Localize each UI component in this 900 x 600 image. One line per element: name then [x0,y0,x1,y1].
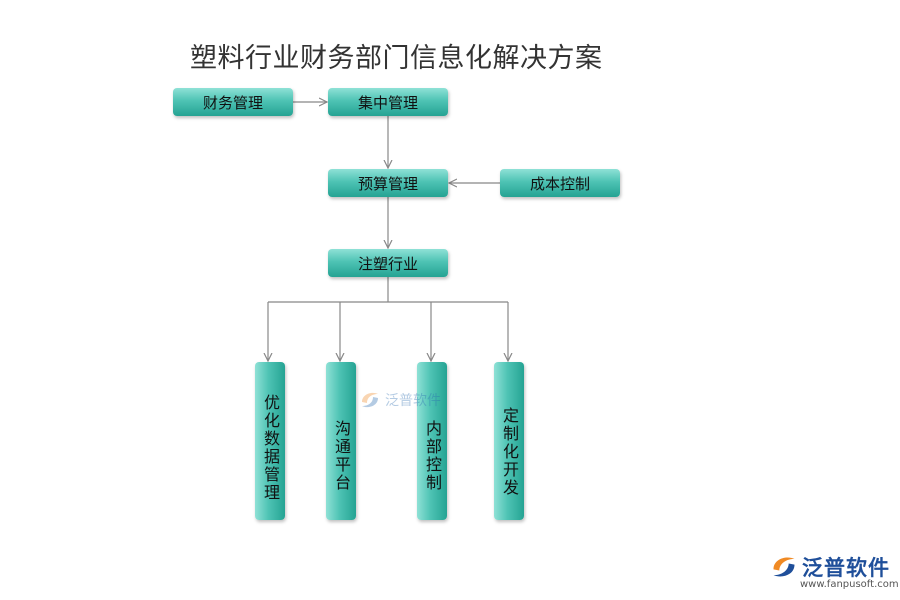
node-optimize-data: 优化数据管理 [255,362,285,520]
watermark-text: 泛普软件 [385,393,441,409]
watermark: 泛普软件 [358,388,441,412]
brand-logo-text: 泛普软件 [802,556,890,580]
brand-logo: 泛普软件 [770,552,890,582]
node-finance-management: 财务管理 [173,88,293,116]
diagram-title: 塑料行业财务部门信息化解决方案 [190,43,603,74]
node-central-management: 集中管理 [328,88,448,116]
node-budget-management: 预算管理 [328,169,448,197]
node-communication-platform: 沟通平台 [326,362,356,520]
brand-logo-icon [773,557,795,577]
node-cost-control: 成本控制 [500,169,620,197]
brand-url: www.fanpusoft.com [800,579,899,590]
watermark-logo-icon [362,392,378,408]
node-custom-development: 定制化开发 [494,362,524,520]
node-internal-control: 内部控制 [417,362,447,520]
node-injection-industry: 注塑行业 [328,249,448,277]
